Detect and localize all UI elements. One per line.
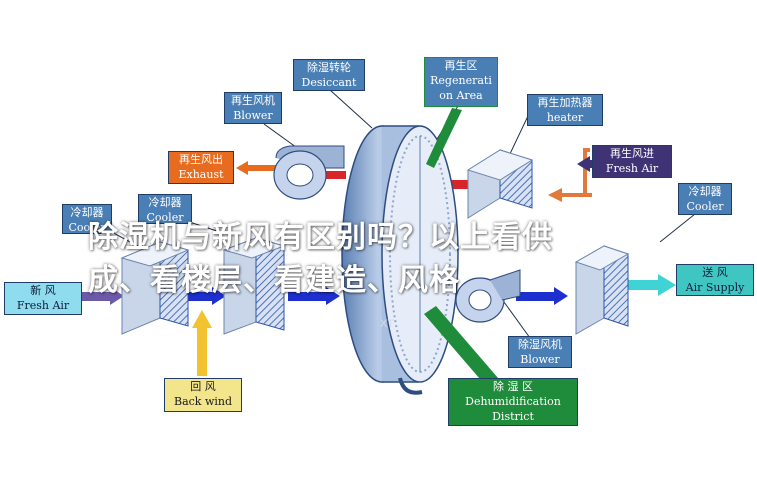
process-air-arrow-2 <box>288 287 340 305</box>
regeneration-area-label: 再生区 Regenerati on Area <box>424 57 498 107</box>
regen-fresh-air-label: 再生风进 Fresh Air <box>592 145 672 178</box>
regen-blower-fan <box>273 145 345 200</box>
fresh-air-in-arrow <box>82 287 124 305</box>
regen-blower-label: 再生风机 Blower <box>224 92 282 124</box>
dehum-blower-label: 除湿风机 Blower <box>508 336 572 368</box>
dehum-district-label: 除 湿 区 Dehumidification District <box>448 378 578 426</box>
dehum-blower-fan <box>455 269 521 323</box>
cooler-right-unit <box>574 245 630 335</box>
desiccant-label: 除湿转轮 Desiccant <box>293 59 365 91</box>
watermark: XT <box>380 318 395 330</box>
cooler-left-unit <box>120 241 190 335</box>
air-supply-label: 送 风 Air Supply <box>676 264 754 296</box>
exhaust-label: 再生风出 Exhaust <box>168 151 234 184</box>
process-air-arrow-4 <box>516 287 568 305</box>
air-supply-arrow <box>626 274 676 296</box>
regen-area-pointer <box>426 108 462 168</box>
process-air-arrow-1 <box>186 287 226 305</box>
regen-return-flow-arrow <box>548 148 592 202</box>
exhaust-out-arrow <box>236 161 276 175</box>
fresh-air-label: 新 风 Fresh Air <box>4 282 82 315</box>
overlay-headline-line2: 成、看楼层、看建造、风格 <box>88 264 460 297</box>
cooler-mid-unit <box>222 237 286 335</box>
cooler-left-label: 冷却器 Cooler <box>62 204 112 234</box>
regen-heater-label: 再生加热器 heater <box>527 94 603 126</box>
cooler-right-label: 冷却器 Cooler <box>678 183 732 215</box>
back-wind-label: 回 风 Back wind <box>164 378 242 412</box>
back-wind-arrow <box>192 310 212 376</box>
dehum-district-pointer <box>424 306 498 386</box>
cooler-mid-label: 冷却器 Cooler <box>138 194 192 224</box>
regen-heater-unit <box>466 149 534 219</box>
overlay-headline-line1: 除湿机与新风有区别吗？以上看供 <box>88 221 553 254</box>
